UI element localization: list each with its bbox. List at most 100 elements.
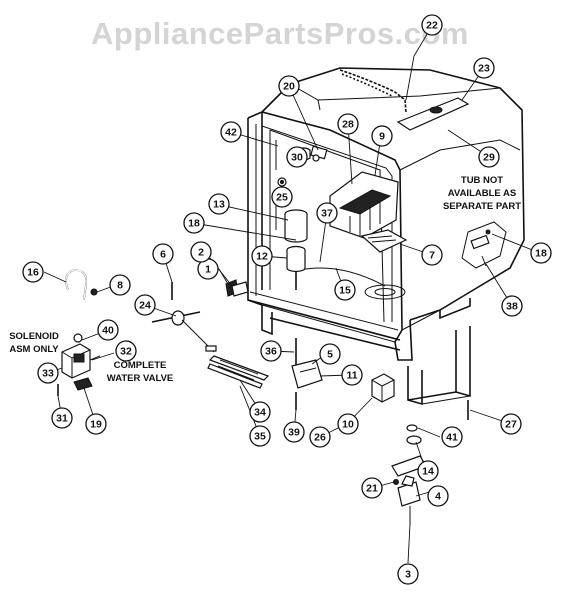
callout-number: 32 <box>120 346 132 358</box>
callout-circle <box>271 186 293 208</box>
callout-number: 2 <box>198 247 204 259</box>
callout-circle <box>134 294 156 316</box>
callout-11: 11 <box>341 364 363 386</box>
callout-42: 42 <box>220 121 242 143</box>
callout-number: 24 <box>139 300 151 312</box>
dishwasher-tub <box>247 67 525 406</box>
callout-circle <box>37 362 59 384</box>
callout-16: 16 <box>22 261 44 283</box>
callout-circle <box>530 242 552 264</box>
callout-9: 9 <box>371 125 393 147</box>
callout-number: 30 <box>291 152 303 164</box>
callout-10: 10 <box>337 413 359 435</box>
callout-circle <box>249 401 271 423</box>
callout-31: 31 <box>51 407 73 429</box>
callout-circle <box>500 413 522 435</box>
callout-number: 5 <box>327 349 333 361</box>
callout-circle <box>478 146 500 168</box>
callout-circle <box>115 340 137 362</box>
callout-circle <box>441 426 463 448</box>
callout-6: 6 <box>152 243 174 265</box>
callout-circle <box>152 243 174 265</box>
callout-number: 13 <box>213 199 225 211</box>
callout-circle <box>309 426 331 448</box>
callout-number: 23 <box>478 63 490 75</box>
callout-30: 30 <box>286 146 308 168</box>
callout-13: 13 <box>208 193 230 215</box>
callout-circle <box>208 193 230 215</box>
callout-2: 2 <box>190 241 212 263</box>
callout-circle <box>190 241 212 263</box>
callout-38: 38 <box>501 295 523 317</box>
callout-circle <box>334 279 356 301</box>
callout-26: 26 <box>309 426 331 448</box>
callout-number: 29 <box>483 152 495 164</box>
callout-number: 34 <box>254 407 266 419</box>
callout-circle <box>283 421 305 443</box>
callout-4: 4 <box>427 485 449 507</box>
callout-41: 41 <box>441 426 463 448</box>
callout-number: 16 <box>27 267 39 279</box>
callout-40: 40 <box>97 319 119 341</box>
callout-24: 24 <box>134 294 156 316</box>
callout-number: 21 <box>366 483 378 495</box>
callout-number: 7 <box>429 250 435 262</box>
callout-circle <box>85 413 107 435</box>
callout-22: 22 <box>421 14 443 36</box>
callout-21: 21 <box>361 477 383 499</box>
callout-number: 39 <box>288 427 300 439</box>
callout-number: 22 <box>426 20 438 32</box>
vent-bracket <box>396 97 470 131</box>
callout-circle <box>183 212 205 234</box>
callout-15: 15 <box>334 279 356 301</box>
callout-number: 27 <box>505 419 517 431</box>
water-valve-note-line-2: WATER VALVE <box>107 373 174 384</box>
callout-number: 18 <box>535 248 547 260</box>
callout-circle <box>278 75 300 97</box>
callout-circle <box>97 319 119 341</box>
callout-circle <box>260 340 282 362</box>
callout-19: 19 <box>85 413 107 435</box>
callout-circle <box>421 244 443 266</box>
callout-number: 20 <box>283 81 295 93</box>
callout-circle <box>361 477 383 499</box>
callout-25: 25 <box>271 186 293 208</box>
callout-number: 4 <box>435 491 441 503</box>
callout-circle <box>286 146 308 168</box>
callout-number: 40 <box>102 325 114 337</box>
latch-parts <box>225 279 249 297</box>
callout-27: 27 <box>500 413 522 435</box>
callout-number: 12 <box>256 251 268 263</box>
callout-circle <box>371 125 393 147</box>
callout-8: 8 <box>109 274 131 296</box>
side-hardware <box>481 229 491 267</box>
washers <box>406 424 422 445</box>
switch-box <box>371 373 395 403</box>
water-valve <box>61 333 101 379</box>
callout-number: 25 <box>276 192 288 204</box>
callout-34: 34 <box>249 401 271 423</box>
callout-14: 14 <box>417 460 439 482</box>
callout-7: 7 <box>421 244 443 266</box>
callout-number: 18 <box>188 218 200 230</box>
callout-number: 26 <box>314 432 326 444</box>
callout-32: 32 <box>115 340 137 362</box>
callout-circle <box>417 460 439 482</box>
callout-23: 23 <box>473 57 495 79</box>
callout-number: 10 <box>342 419 354 431</box>
callout-5: 5 <box>319 343 341 365</box>
tub-note-line-1: TUB NOT <box>461 175 503 186</box>
callout-circle <box>251 245 273 267</box>
inlet-hose-16 <box>65 269 88 301</box>
callout-circle <box>319 343 341 365</box>
callout-number: 15 <box>339 285 351 297</box>
clamp-8 <box>90 288 98 296</box>
motor-bracket <box>291 359 323 389</box>
callout-20: 20 <box>278 75 300 97</box>
callout-33: 33 <box>37 362 59 384</box>
callout-37: 37 <box>316 202 338 224</box>
tub-note-line-2: AVAILABLE AS <box>448 188 516 199</box>
fill-motor <box>284 209 308 243</box>
callout-29: 29 <box>478 146 500 168</box>
